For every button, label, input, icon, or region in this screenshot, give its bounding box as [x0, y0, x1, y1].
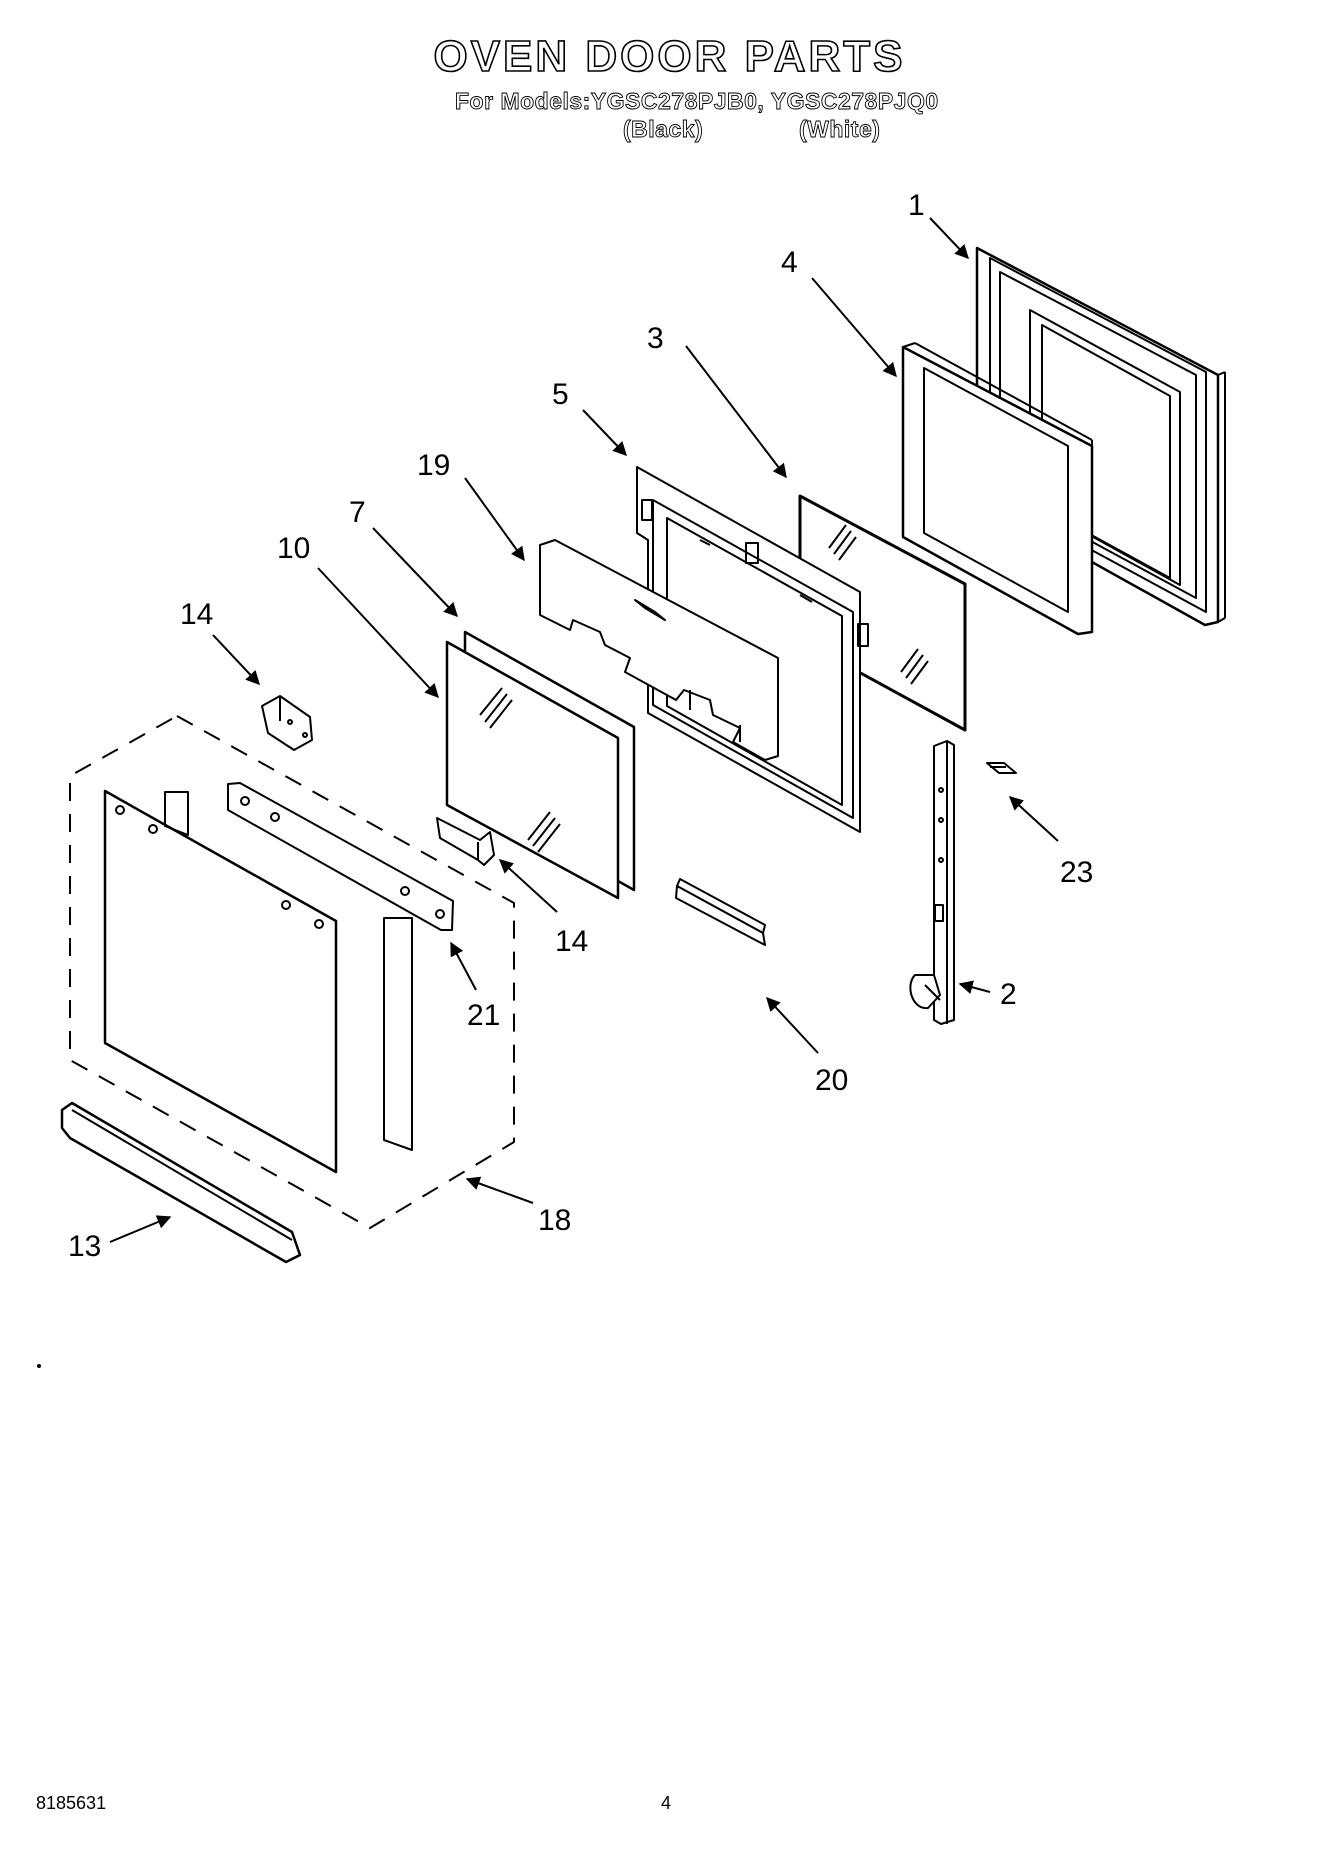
- leader-19: [464, 477, 525, 562]
- callout-7: 7: [349, 496, 366, 529]
- part-21-trim-strip: [227, 782, 454, 931]
- part-14-hinge-bracket-upper: [261, 695, 313, 751]
- leader-5: [582, 409, 627, 457]
- leader-10: [317, 567, 439, 699]
- callout-13: 13: [68, 1230, 101, 1263]
- leader-13: [109, 1215, 172, 1243]
- leader-14-lower: [498, 859, 558, 913]
- leader-2: [958, 980, 991, 995]
- callout-10: 10: [277, 532, 310, 565]
- leader-21: [450, 941, 477, 991]
- callout-23: 23: [1060, 856, 1093, 889]
- callout-4: 4: [781, 246, 798, 279]
- leader-4: [811, 277, 897, 378]
- models-line: For Models:YGSC278PJB0, YGSC278PJQ0: [455, 88, 939, 115]
- part-4-door-frame: [901, 342, 1094, 636]
- part-23-clip: [986, 762, 1017, 774]
- part-18-door-assembly: [69, 715, 515, 1229]
- part-20-seal-strip: [675, 878, 766, 946]
- callout-2: 2: [1000, 978, 1017, 1011]
- color-white-label: (White): [799, 116, 881, 143]
- leader-3: [685, 345, 787, 479]
- callout-5: 5: [552, 378, 569, 411]
- leader-18: [465, 1176, 534, 1204]
- doc-number: 8185631: [36, 1793, 107, 1813]
- leader-14-upper: [212, 634, 260, 686]
- part-10-glass-panel: [445, 640, 620, 900]
- part-19-heat-shield: [539, 539, 779, 761]
- callout-1: 1: [908, 189, 925, 222]
- callout-14-upper: 14: [180, 598, 213, 631]
- leader-23: [1008, 796, 1059, 842]
- part-14-hinge-bracket-lower: [436, 817, 495, 866]
- callout-20: 20: [815, 1064, 848, 1097]
- part-2-hinge-channel: [909, 740, 955, 1025]
- stray-dot: [37, 1364, 41, 1368]
- part-13-door-handle: [60, 1101, 302, 1264]
- color-black-label: (Black): [623, 116, 704, 143]
- callout-21: 21: [467, 999, 500, 1032]
- callout-19: 19: [417, 449, 450, 482]
- callout-14-lower: 14: [555, 925, 588, 958]
- page-number: 4: [661, 1793, 672, 1813]
- leader-7: [372, 527, 458, 618]
- leader-20: [766, 996, 819, 1054]
- callout-18: 18: [538, 1204, 571, 1237]
- callout-3: 3: [647, 322, 664, 355]
- page-title: OVEN DOOR PARTS: [433, 31, 906, 82]
- leader-1: [929, 217, 969, 260]
